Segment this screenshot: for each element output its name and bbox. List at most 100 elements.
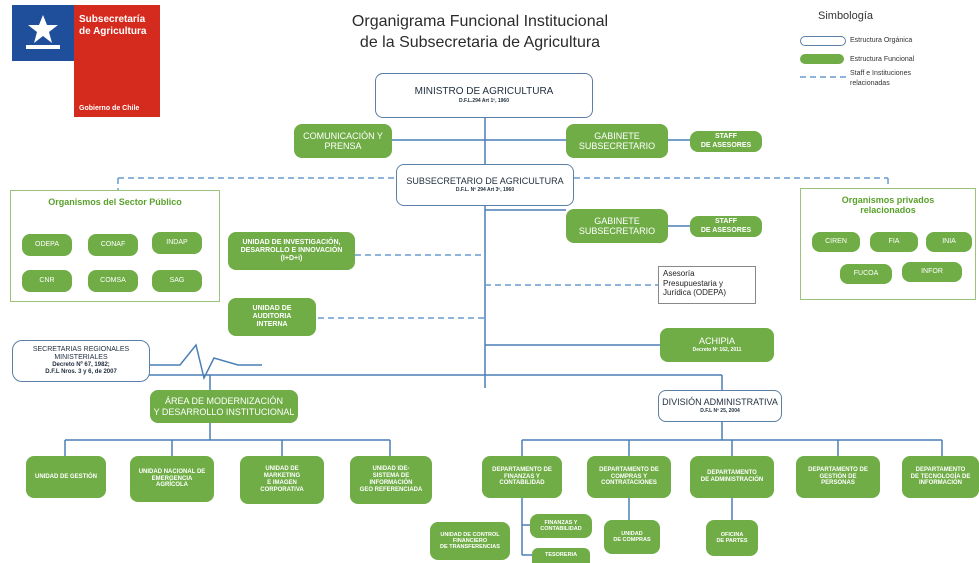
depto-compras-line-3: CONTRATACIONES bbox=[601, 480, 657, 487]
asesoria-line-1: Asesoría bbox=[663, 269, 695, 278]
unidad-ide-line-2: SISTEMA DE bbox=[372, 473, 410, 480]
depto-personas-line-3: PERSONAS bbox=[821, 480, 855, 487]
unidad-compras[interactable]: UNIDAD DE COMPRAS bbox=[604, 520, 660, 554]
division-decree: D.F.L Nº 25, 2004 bbox=[700, 408, 740, 415]
subsecretario-decree: D.F.L. Nº 294 Art 3º, 1960 bbox=[455, 187, 515, 194]
org-sag[interactable]: SAG bbox=[152, 270, 202, 292]
unidad-tesoreria[interactable]: TESORERIA bbox=[532, 548, 590, 563]
legend-swatch-staff bbox=[800, 76, 846, 78]
legend-item-staff-2: relacionadas bbox=[850, 80, 890, 87]
partes-line-2: DE PARTES bbox=[716, 538, 748, 544]
org-indap[interactable]: INDAP bbox=[152, 232, 202, 254]
unidad-emergencia[interactable]: UNIDAD NACIONAL DE EMERGENCIA AGRÍCOLA bbox=[130, 456, 214, 502]
depto-tecnologia[interactable]: DEPARTAMENTO DE TECNOLOGÍA DE INFORMACIÓ… bbox=[902, 456, 979, 498]
org-infor[interactable]: INFOR bbox=[902, 262, 962, 282]
org-conaf-label: CONAF bbox=[100, 240, 126, 248]
comunicacion-box[interactable]: COMUNICACIÓN Y PRENSA bbox=[294, 124, 392, 158]
unidad-marketing-line-2: MARKETING bbox=[263, 473, 301, 480]
depto-tecnologia-line-3: INFORMACIÓN bbox=[919, 480, 962, 487]
comunicacion-line-1: COMUNICACIÓN Y bbox=[303, 130, 383, 141]
unidad-finanzas-contabilidad[interactable]: FINANZAS Y CONTABILIDAD bbox=[530, 514, 592, 538]
achipia-box[interactable]: ACHIPIA Decreto Nº 162, 2011 bbox=[660, 328, 774, 362]
unidad-marketing-line-1: UNIDAD DE bbox=[265, 466, 299, 473]
division-box[interactable]: DIVISIÓN ADMINISTRATIVA D.F.L Nº 25, 200… bbox=[658, 390, 782, 422]
depto-personas-line-2: GESTIÓN DE bbox=[819, 473, 857, 480]
asesoria-line-2: Presupuestaria y bbox=[663, 278, 724, 288]
org-cnr[interactable]: CNR bbox=[22, 270, 72, 292]
staff2-line-2: DE ASESORES bbox=[700, 226, 752, 234]
subsecretario-box[interactable]: SUBSECRETARIO DE AGRICULTURA D.F.L. Nº 2… bbox=[396, 164, 574, 206]
modernizacion-box[interactable]: ÁREA DE MODERNIZACIÓN Y DESARROLLO INSTI… bbox=[150, 390, 298, 423]
legend: Simbología Estructura Orgánica Estructur… bbox=[800, 8, 975, 98]
finanzas-line-1: FINANZAS Y bbox=[544, 519, 578, 526]
ministro-box[interactable]: MINISTRO DE AGRICULTURA D.F.L.294 Art 1º… bbox=[375, 73, 593, 118]
depto-personas[interactable]: DEPARTAMENTO DE GESTIÓN DE PERSONAS bbox=[796, 456, 880, 498]
unidad-gestion-line: UNIDAD DE GESTIÓN bbox=[34, 473, 97, 480]
unidad-ide-line-3: INFORMACIÓN bbox=[369, 480, 413, 486]
gabinete1-line-2: SUBSECRETARIO bbox=[578, 141, 656, 151]
org-indap-label: INDAP bbox=[166, 238, 188, 246]
org-fia[interactable]: FIA bbox=[870, 232, 918, 252]
title-line-2: de la Subsecretaria de Agricultura bbox=[359, 33, 601, 51]
auditoria-line-2: AUDITORIA bbox=[252, 312, 292, 320]
unidad-ide[interactable]: UNIDAD IDE- SISTEMA DE INFORMACIÓN GEO R… bbox=[350, 456, 432, 504]
investigacion-box[interactable]: UNIDAD DE INVESTIGACIÓN, DESARROLLO E IN… bbox=[228, 232, 355, 270]
depto-finanzas-line-1: DEPARTAMENTO DE bbox=[492, 466, 552, 473]
staff-box-2[interactable]: STAFF DE ASESORES bbox=[690, 216, 762, 237]
unidad-marketing[interactable]: UNIDAD DE MARKETING E IMAGEN CORPORATIVA bbox=[240, 456, 324, 504]
gabinete2-line-2: SUBSECRETARIO bbox=[578, 226, 656, 236]
staff-box-1[interactable]: STAFF DE ASESORES bbox=[690, 131, 762, 152]
org-infor-label: INFOR bbox=[921, 267, 943, 275]
seremi-box[interactable]: SECRETARIAS REGIONALES MINISTERIALES Dec… bbox=[12, 340, 150, 382]
partes-line-1: OFICINA bbox=[720, 531, 744, 538]
seremi-line-3: Decreto Nº 67, 1982; bbox=[52, 362, 110, 369]
privados-title-2: relacionados bbox=[860, 205, 916, 215]
depto-tecnologia-line-2: DE TECNOLOGÍA DE bbox=[910, 473, 971, 480]
gobierno-logo: Subsecretaría de Agricultura Gobierno de… bbox=[12, 5, 160, 117]
privados-title-1: Organismos privados bbox=[841, 195, 935, 205]
legend-swatch-organica bbox=[800, 36, 846, 46]
org-odepa[interactable]: ODEPA bbox=[22, 234, 72, 256]
auditoria-box[interactable]: UNIDAD DE AUDITORIA INTERNA bbox=[228, 298, 316, 336]
depto-compras-line-1: DEPARTAMENTO DE bbox=[599, 466, 659, 473]
coat-of-arms-icon bbox=[26, 15, 60, 49]
organismos-privados-title: Organismos privados relacionados bbox=[801, 195, 975, 215]
subsecretario-name: SUBSECRETARIO DE AGRICULTURA bbox=[406, 175, 564, 186]
depto-compras-line-2: COMPRAS Y bbox=[610, 473, 648, 480]
org-fucoa[interactable]: FUCOA bbox=[840, 264, 892, 284]
org-conaf[interactable]: CONAF bbox=[88, 234, 138, 256]
oficina-partes[interactable]: OFICINA DE PARTES bbox=[706, 520, 758, 556]
depto-administracion[interactable]: DEPARTAMENTO DE ADMINISTRACIÓN bbox=[690, 456, 774, 498]
logo-line-1: Subsecretaría bbox=[79, 14, 146, 25]
unidad-emergencia-line-2: EMERGENCIA bbox=[151, 475, 193, 482]
control-line-1: UNIDAD DE CONTROL bbox=[440, 531, 500, 538]
logo-line-3: Gobierno de Chile bbox=[79, 105, 140, 112]
org-sag-label: SAG bbox=[169, 276, 185, 284]
org-inia-label: INIA bbox=[942, 237, 956, 245]
org-cnr-label: CNR bbox=[39, 276, 55, 284]
gabinete-box-2[interactable]: GABINETE SUBSECRETARIO bbox=[566, 209, 668, 243]
asesoria-note: Asesoría Presupuestaria y Jurídica (ODEP… bbox=[658, 266, 756, 304]
finanzas-line-2: CONTABILIDAD bbox=[540, 526, 582, 532]
depto-personas-line-1: DEPARTAMENTO DE bbox=[808, 466, 868, 473]
depto-finanzas[interactable]: DEPARTAMENTO DE FINANZAS Y CONTABILIDAD bbox=[482, 456, 562, 498]
comunicacion-line-2: PRENSA bbox=[324, 141, 362, 151]
unidad-control-financiero[interactable]: UNIDAD DE CONTROL FINANCIERO DE TRANSFER… bbox=[430, 522, 510, 560]
depto-compras[interactable]: DEPARTAMENTO DE COMPRAS Y CONTRATACIONES bbox=[587, 456, 671, 498]
gabinete2-line-1: GABINETE bbox=[594, 215, 640, 226]
control-line-3: DE TRANSFERENCIAS bbox=[440, 544, 500, 551]
org-ciren[interactable]: CIREN bbox=[812, 232, 860, 252]
modernizacion-line-2: Y DESARROLLO INSTITUCIONAL bbox=[153, 406, 295, 417]
unidad-emergencia-line-1: UNIDAD NACIONAL DE bbox=[138, 468, 206, 475]
org-inia[interactable]: INIA bbox=[926, 232, 972, 252]
unidad-ide-line-4: GEO REFERENCIADA bbox=[359, 486, 423, 493]
org-comsa[interactable]: COMSA bbox=[88, 270, 138, 292]
unidad-gestion[interactable]: UNIDAD DE GESTIÓN bbox=[26, 456, 106, 498]
gabinete-box-1[interactable]: GABINETE SUBSECRETARIO bbox=[566, 124, 668, 158]
seremi-line-4: D.F.L Nros. 3 y 6, de 2007 bbox=[45, 369, 117, 376]
gabinete1-line-1: GABINETE bbox=[594, 130, 640, 141]
title-line-1: Organigrama Funcional Institucional bbox=[351, 13, 609, 30]
unidad-marketing-line-4: CORPORATIVA bbox=[260, 486, 304, 493]
investigacion-line-1: UNIDAD DE INVESTIGACIÓN, bbox=[242, 238, 341, 246]
